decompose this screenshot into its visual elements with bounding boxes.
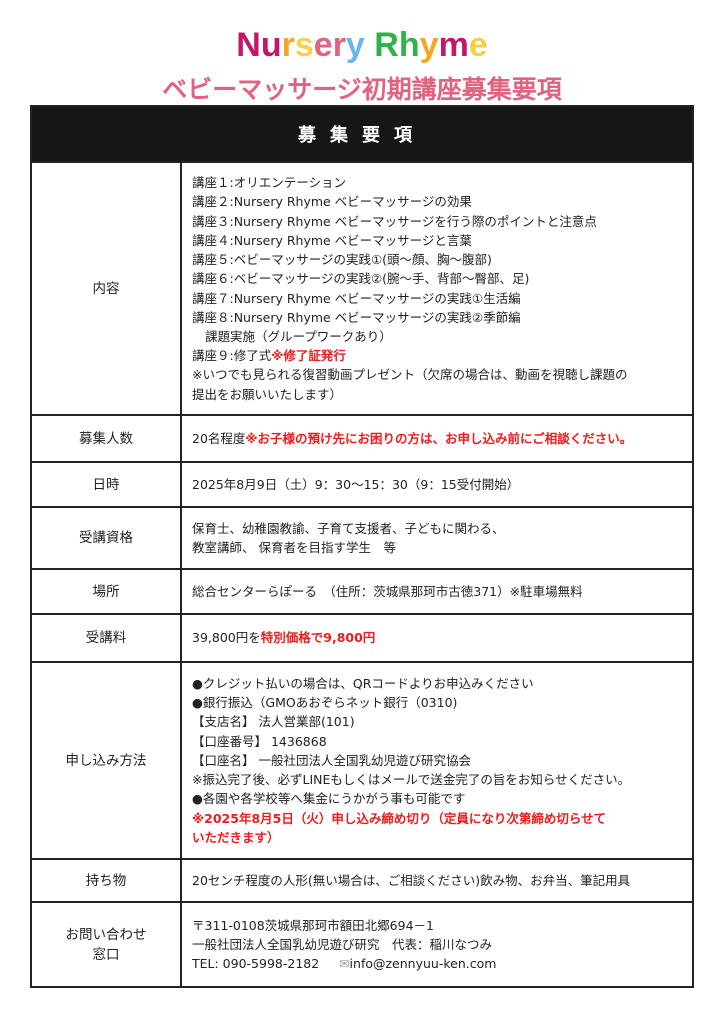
video-note: 提出をお願いいたします） — [192, 386, 343, 402]
table-title: 募集要項 — [30, 105, 694, 163]
course-line: 講座８:Nursery Rhyme ベビーマッサージの実践②季節編 — [192, 309, 521, 325]
phone: TEL: 090-5998-2182 — [192, 956, 320, 972]
special-price: 特別価格で9,800円 — [260, 630, 376, 646]
apply-line: 【口座名】 一般社団法人全国乳幼児遊び研究協会 — [192, 752, 471, 768]
course-line: 講座５:ベビーマッサージの実践①(頭〜顔、胸〜腹部) — [192, 252, 492, 268]
row-fee: 受講料 39,800円を特別価格で9,800円 — [30, 613, 694, 663]
content-list: 講座１:オリエンテーション 講座２:Nursery Rhyme ベビーマッサージ… — [180, 161, 694, 416]
course-line: 講座７:Nursery Rhyme ベビーマッサージの実践①生活編 — [192, 290, 521, 306]
course-line: 課題実施（グループワークあり） — [205, 328, 392, 344]
apply-line: ●各園や各学校等へ集金にうかがう事も可能です — [192, 791, 466, 807]
row-contact: お問い合わせ窓口 〒311-0108茨城県那珂市額田北郷694－1 一般社団法人… — [30, 901, 694, 988]
course-line: 講座６:ベビーマッサージの実践②(腕〜手、背部〜臀部、足) — [192, 271, 530, 287]
row-label: 持ち物 — [30, 858, 182, 903]
deadline-note: いただきます） — [192, 829, 280, 845]
logo-letter: e — [468, 26, 488, 64]
organization: 一般社団法人全国乳幼児遊び研究 代表：稲川なつみ — [192, 936, 493, 952]
logo-letter: u — [260, 26, 282, 64]
course-line: 講座４:Nursery Rhyme ベビーマッサージと言葉 — [192, 232, 472, 248]
logo-letter: s — [294, 26, 314, 64]
email-link[interactable]: info@zennyuu-ken.com — [349, 956, 497, 972]
logo-letter: y — [345, 26, 365, 64]
course-9: 講座９:修了式 — [192, 348, 272, 364]
logo-letter: N — [236, 26, 261, 64]
row-apply: 申し込み方法 ●クレジット払いの場合は、QRコードよりお申込みください ●銀行振… — [30, 661, 694, 860]
capacity-value: 20名程度※お子様の預け先にお困りの方は、お申し込み前にご相談ください。 — [180, 414, 694, 463]
video-note: ※いつでも見られる復習動画プレゼント（欠席の場合は、動画を視聴し課題の — [192, 367, 628, 383]
course-line: 講座２:Nursery Rhyme ベビーマッサージの効果 — [192, 194, 472, 210]
row-label: 受講資格 — [30, 506, 182, 570]
tel-email-line: TEL: 090-5998-2182 ✉info@zennyuu-ken.com — [192, 954, 682, 973]
mail-icon: ✉ — [339, 956, 350, 972]
course-line: 講座９:修了式※修了証発行 — [192, 346, 682, 365]
row-capacity: 募集人数 20名程度※お子様の預け先にお困りの方は、お申し込み前にご相談ください… — [30, 414, 694, 463]
childcare-note: ※お子様の預け先にお困りの方は、お申し込み前にご相談ください。 — [245, 430, 633, 446]
capacity-text: 20名程度 — [192, 430, 246, 446]
eligibility-value: 保育士、幼稚園教諭、子育て支援者、子どもに関わる、教室講師、 保育者を目指す学生… — [180, 506, 694, 570]
course-line: 講座３:Nursery Rhyme ベビーマッサージを行う際のポイントと注意点 — [192, 213, 597, 229]
logo-letter: m — [438, 26, 469, 64]
row-content: 内容 講座１:オリエンテーション 講座２:Nursery Rhyme ベビーマッ… — [30, 161, 694, 416]
regular-price: 39,800円を — [192, 630, 261, 646]
apply-line: ●銀行振込（GMOあおぞらネット銀行（0310) — [192, 695, 458, 711]
row-eligibility: 受講資格 保育士、幼稚園教諭、子育て支援者、子どもに関わる、教室講師、 保育者を… — [30, 506, 694, 570]
place-value: 総合センターらぽーる （住所：茨城県那珂市古徳371）※駐車場無料 — [180, 568, 694, 615]
contact-label: お問い合わせ — [65, 926, 147, 943]
logo-letter: h — [398, 26, 420, 64]
deadline-note: ※2025年8月5日（火）申し込み締め切り（定員になり次第締め切らせて — [192, 810, 607, 826]
fee-value: 39,800円を特別価格で9,800円 — [180, 613, 694, 663]
logo-letter: y — [419, 26, 439, 64]
address: 〒311-0108茨城県那珂市額田北郷694－1 — [192, 917, 434, 933]
logo-letter: e — [313, 26, 333, 64]
eligibility-line: 教室講師、 保育者を目指す学生 等 — [192, 540, 396, 555]
row-items: 持ち物 20センチ程度の人形(無い場合は、ご相談ください)飲み物、お弁当、筆記用… — [30, 858, 694, 903]
apply-line: ●クレジット払いの場合は、QRコードよりお申込みください — [192, 676, 534, 692]
course-line: 講座１:オリエンテーション — [192, 175, 346, 191]
certificate-note: ※修了証発行 — [271, 348, 346, 364]
logo-letter: r — [332, 26, 346, 64]
logo-letter — [365, 26, 374, 65]
eligibility-line: 保育士、幼稚園教諭、子育て支援者、子どもに関わる、 — [192, 520, 505, 536]
recruitment-table: 募集要項 内容 講座１:オリエンテーション 講座２:Nursery Rhyme … — [30, 105, 694, 988]
apply-line: ※振込完了後、必ずLINEもしくはメールで送金完了の旨をお知らせください。 — [192, 772, 631, 788]
row-place: 場所 総合センターらぽーる （住所：茨城県那珂市古徳371）※駐車場無料 — [30, 568, 694, 615]
logo-letter: R — [374, 26, 399, 64]
contact-value: 〒311-0108茨城県那珂市額田北郷694－1 一般社団法人全国乳幼児遊び研究… — [180, 901, 694, 988]
apply-line: 【支店名】 法人営業部(101) — [192, 714, 355, 730]
row-label: 募集人数 — [30, 414, 182, 463]
row-label: 内容 — [30, 161, 182, 416]
page-subtitle: ベビーマッサージ初期講座募集要項 — [162, 75, 562, 104]
contact-label: 窓口 — [92, 946, 120, 963]
row-label: お問い合わせ窓口 — [30, 901, 182, 988]
apply-line: 【口座番号】 1436868 — [192, 733, 327, 749]
logo-letter: r — [281, 26, 295, 64]
items-value: 20センチ程度の人形(無い場合は、ご相談ください)飲み物、お弁当、筆記用具 — [180, 858, 694, 903]
row-label: 申し込み方法 — [30, 661, 182, 860]
datetime-value: 2025年8月9日（土）9：30〜15：30（9：15受付開始） — [180, 461, 694, 508]
logo: Nursery Rhyme — [0, 26, 724, 65]
apply-value: ●クレジット払いの場合は、QRコードよりお申込みください ●銀行振込（GMOあお… — [180, 661, 694, 860]
row-label: 受講料 — [30, 613, 182, 663]
row-datetime: 日時 2025年8月9日（土）9：30〜15：30（9：15受付開始） — [30, 461, 694, 508]
row-label: 場所 — [30, 568, 182, 615]
row-label: 日時 — [30, 461, 182, 508]
